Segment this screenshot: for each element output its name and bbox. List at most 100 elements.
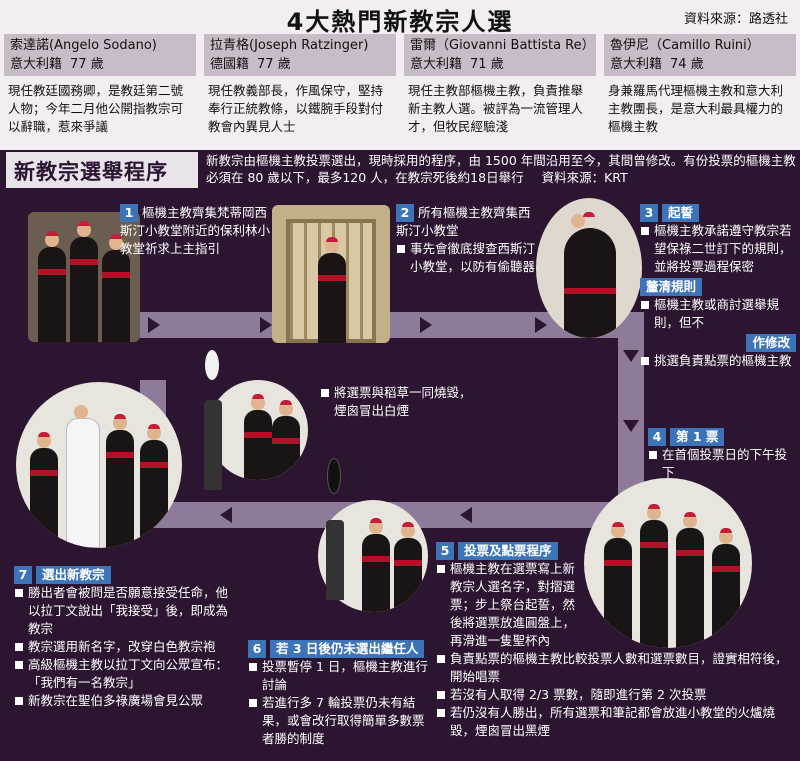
arrow-right-icon — [260, 317, 272, 333]
cardinal-figure — [712, 528, 740, 648]
step-2-bullet: 事先會徹底搜查西斯汀小教堂，以防有偷聽器 — [396, 240, 536, 276]
source-note: 資料來源：路透社 — [683, 12, 788, 27]
step-5-bullet: 負責點票的樞機主教比較投票人數和選票數目，證實相符後，開始唱票 — [436, 650, 798, 686]
arrow-right-icon — [420, 317, 432, 333]
step-7-bullet: 教宗選用新名字，改穿白色教宗袍 — [14, 638, 238, 656]
step-number: 6 — [248, 640, 266, 658]
candidate-description: 現任教義部長，作風保守，堅持奉行正統教條，以鐵腕手段對付教會內異見人士 — [208, 83, 384, 134]
step-3-sub-title: 釐清規則 — [640, 278, 703, 296]
cardinal-figure — [106, 414, 134, 548]
candidate-age: 74 歲 — [670, 57, 704, 72]
step-number: 1 — [120, 204, 138, 222]
cardinal-figure — [70, 221, 98, 342]
candidate-card: 魯伊尼（Camillo Ruini） 意大利籍 74 歲 身兼羅馬代理樞機主教和意… — [604, 34, 796, 146]
arrow-right-icon — [535, 317, 547, 333]
cardinal-figure — [140, 424, 168, 548]
step-4-title: 第 1 票 — [670, 428, 725, 446]
candidate-nationality: 德國籍 — [210, 57, 250, 72]
cardinal-figure — [676, 512, 704, 648]
scene-new-pope — [16, 382, 182, 548]
step-number: 7 — [14, 566, 32, 584]
process-source: 資料來源：KRT — [541, 170, 628, 185]
step-number: 5 — [436, 542, 454, 560]
candidate-age: 77 歲 — [257, 57, 291, 72]
step-1-text: 樞機主教齊集梵蒂岡西斯汀小教堂附近的保利林小教堂祈求上主指引 — [120, 205, 271, 256]
stove-icon — [326, 520, 344, 600]
step-2-title: 所有樞機主教齊集西斯汀小教堂 — [396, 205, 531, 238]
step-5-bullet: 若仍沒有人勝出，所有選票和筆記都會放進小教堂的火爐燒毀，煙囪冒出黑煙 — [436, 704, 798, 740]
step-6-bullet: 若進行多 7 輪投票仍未有結果，或會改行取得簡單多數票者勝的制度 — [248, 694, 434, 748]
step-7-bullet: 新教宗在聖伯多祿廣場會見公眾 — [14, 692, 238, 710]
smoke-caption: 將選票與稻草一同燒毀，煙囪冒出白煙 — [320, 384, 480, 420]
candidate-name: 索達諾(Angelo Sodano) — [10, 38, 157, 53]
step-3-bullet: 樞機主教承諾遵守教宗若望保祿二世訂下的規則，並將投票過程保密 — [640, 222, 796, 276]
scene-sistine-door — [272, 205, 390, 343]
scene-voting — [584, 478, 752, 648]
candidate-description: 現任主教部樞機主教，負責推舉新主教人選。被評為一流管理人才，但牧民經驗淺 — [408, 83, 584, 134]
arrow-down-icon — [623, 350, 639, 362]
black-smoke-icon — [327, 458, 341, 494]
step-number: 3 — [640, 204, 658, 222]
cardinal-figure — [30, 432, 58, 548]
step-3-title: 起誓 — [662, 204, 700, 222]
step-6-title: 若 3 日後仍未選出繼任人 — [270, 640, 425, 658]
step-3-sub-title-2: 作修改 — [746, 334, 796, 352]
cardinal-figure — [564, 212, 616, 338]
step-6-bullet: 投票暫停 1 日，樞機主教進行討論 — [248, 658, 434, 694]
candidate-name: 拉青格(Joseph Ratzinger) — [210, 38, 369, 53]
candidate-name: 魯伊尼（Camillo Ruini） — [610, 38, 760, 53]
cardinal-figure — [244, 394, 272, 480]
smoke-caption-text: 將選票與稻草一同燒毀，煙囪冒出白煙 — [320, 384, 480, 420]
step-number: 4 — [648, 428, 666, 446]
cardinal-figure — [394, 522, 422, 612]
cardinal-figure — [640, 504, 668, 648]
cardinal-figure — [38, 231, 66, 342]
candidate-age: 77 歲 — [70, 57, 104, 72]
cardinal-figure — [102, 234, 130, 342]
process-title: 新教宗選舉程序 — [6, 152, 198, 188]
candidate-namebar: 拉青格(Joseph Ratzinger) 德國籍 77 歲 — [204, 34, 396, 76]
cardinal-figure — [272, 400, 300, 480]
arrow-right-icon — [148, 317, 160, 333]
step-7-bullet: 高級樞機主教以拉丁文向公眾宣布：「我們有一名教宗」 — [14, 656, 238, 692]
flow-track-right — [618, 312, 644, 512]
step-3-sub-bullet-2: 挑選負責點票的樞機主教 — [640, 352, 796, 370]
cardinal-figure — [362, 518, 390, 612]
step-5-bullet: 樞機主教在選票寫上新教宗人選名字，對摺選票；步上祭台起誓，然後將選票放進圓盤上，… — [436, 560, 586, 650]
step-5-title: 投票及點票程序 — [458, 542, 558, 560]
step-7-title: 選出新教宗 — [36, 566, 111, 584]
candidate-nationality: 意大利籍 — [10, 57, 63, 72]
candidate-age: 71 歲 — [470, 57, 504, 72]
arrow-down-icon — [623, 420, 639, 432]
scene-paoline-chapel — [28, 212, 140, 342]
arrow-left-icon — [460, 507, 472, 523]
step-number: 2 — [396, 204, 414, 222]
candidate-namebar: 索達諾(Angelo Sodano) 意大利籍 77 歲 — [4, 34, 196, 76]
candidate-nationality: 意大利籍 — [610, 57, 663, 72]
candidates-panel: 4大熱門新教宗人選 資料來源：路透社 索達諾(Angelo Sodano) 意大… — [0, 0, 800, 150]
process-intro: 新教宗由樞機主教投票選出，現時採用的程序，由 1500 年間沿用至今，其間曾修改… — [206, 152, 796, 186]
candidate-description: 身兼羅馬代理樞機主教和意大利主教團長，是意大利最具權力的樞機主教 — [608, 83, 784, 134]
arrow-left-icon — [220, 507, 232, 523]
step-7-bullet: 勝出者會被問是否願意接受任命，他以拉丁文說出「我接受」後，即成為教宗 — [14, 584, 238, 638]
candidate-namebar: 魯伊尼（Camillo Ruini） 意大利籍 74 歲 — [604, 34, 796, 76]
white-smoke-icon — [205, 350, 219, 380]
candidate-card: 拉青格(Joseph Ratzinger) 德國籍 77 歲 現任教義部長，作風保… — [204, 34, 396, 146]
step-3-sub-bullet: 樞機主教或商討選舉規則，但不 — [640, 296, 796, 332]
candidate-name: 雷爾（Giovanni Battista Re） — [410, 38, 595, 53]
scene-oath — [536, 198, 642, 338]
step-4-bullet: 在首個投票日的下午投下 — [648, 446, 794, 482]
process-intro-text: 新教宗由樞機主教投票選出，現時採用的程序，由 1500 年間沿用至今，其間曾修改… — [206, 153, 796, 185]
pope-figure — [66, 405, 100, 548]
cardinal-figure — [318, 237, 346, 343]
